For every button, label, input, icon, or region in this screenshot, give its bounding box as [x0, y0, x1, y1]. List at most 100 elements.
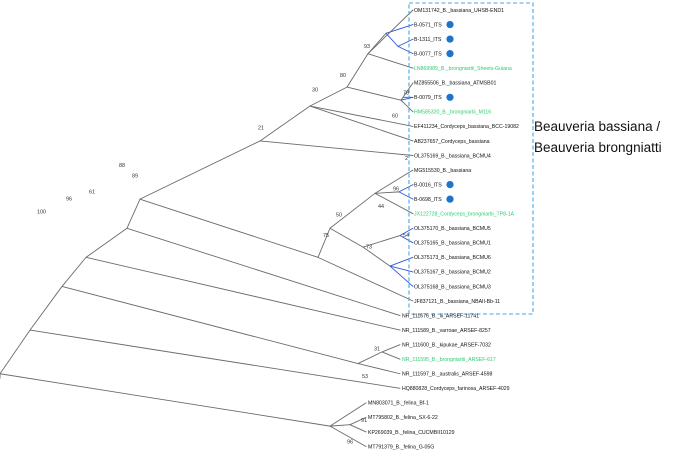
branch-n80-n93	[346, 53, 369, 88]
sample-marker-icon	[446, 195, 454, 203]
taxon-label: OL375173_B._bassiana_BCMU6	[414, 255, 491, 261]
bootstrap-value: 78	[403, 90, 409, 96]
taxon-label: NR_111595_B._brongniartii_ARSEF-617	[402, 357, 496, 363]
bootstrap-value: 30	[312, 87, 318, 93]
branch-n91-L28	[349, 416, 367, 426]
sample-markers	[446, 20, 454, 203]
branch-n75-L20	[317, 256, 414, 302]
taxon-label: MT791379_B._felina_G-05G	[368, 444, 434, 450]
branch-n89-n88	[126, 198, 141, 229]
taxon-label: B-0016_ITS	[414, 182, 442, 188]
tree-branches	[0, 9, 414, 447]
branch-n75-n50	[317, 227, 331, 258]
taxon-label: HQ880828_Cordyceps_farinosa_ARSEF-4029	[402, 386, 510, 392]
branch-n100-L26	[29, 329, 401, 389]
bootstrap-value: 93	[364, 44, 370, 50]
branch-root-n96c	[0, 373, 331, 427]
taxon-label: EF411234_Cordyceps_bassiana_BCC-19082	[414, 124, 519, 130]
branch-cA-L2	[397, 38, 414, 47]
branch-n96c-n91	[329, 424, 351, 427]
clade-label-line1: Beauveria bassiana /	[534, 119, 661, 134]
branch-n78-L7	[400, 99, 414, 113]
bootstrap-value: 89	[132, 173, 138, 179]
sample-marker-icon	[446, 50, 454, 58]
bootstrap-value: 96	[66, 197, 72, 203]
bootstrap-value: 61	[89, 189, 95, 195]
branch-n21-L10	[259, 140, 414, 156]
taxon-label: LN869989_B._brongniartii_Sheets-Guiana	[414, 66, 512, 72]
branch-n88-n21	[139, 140, 261, 200]
taxon-label: MG515530_B._bassiana	[414, 168, 471, 174]
taxon-label: OL375169_B._bassiana_BCMU4	[414, 153, 491, 159]
bootstrap-value: 54	[403, 233, 409, 239]
taxon-label: NR_111589_B._varroae_ARSEF-8257	[402, 328, 491, 334]
taxon-label: MT795802_B._felina_SX-6-22	[368, 415, 438, 421]
taxon-label: JF837121_B._bassiana_NBAII-Bb-11	[414, 299, 500, 305]
branch-n53-L25	[357, 363, 401, 375]
taxon-label: OL375168_B._bassiana_BCMU3	[414, 284, 491, 290]
bootstrap-value: 80	[340, 73, 346, 79]
branch-n96c-L30	[329, 425, 367, 447]
taxon-label: KP269039_B._felina_CUCMBII10129	[368, 430, 455, 436]
branch-n30-n80	[309, 86, 348, 107]
bootstrap-value: 44	[378, 204, 384, 210]
branch-n44-L14	[374, 192, 414, 215]
bootstrap-value: 73	[366, 245, 372, 251]
bootstrap-labels: 9380302178602964454507375888961961003153…	[37, 44, 409, 446]
clade-label-line2: Beauveria brongniatti	[534, 140, 662, 155]
branch-n21-n30	[259, 105, 311, 142]
bootstrap-value: 53	[362, 374, 368, 380]
branch-n54-L15	[399, 227, 414, 236]
branch-n89-L21	[126, 227, 401, 316]
bootstrap-value: 21	[258, 125, 264, 131]
branch-n44-L11	[374, 169, 414, 194]
branch-n93-L0	[367, 9, 414, 55]
taxon-label: OL375170_B._bassiana_BCMU5	[414, 226, 491, 232]
branch-n96a-L12	[398, 184, 414, 193]
branch-n93-L4	[367, 53, 414, 69]
branch-n73c-L19	[389, 265, 414, 287]
taxon-label: OL375165_B._bassiana_BCMU1	[414, 241, 491, 247]
taxon-label: B-0079_ITS	[414, 95, 442, 101]
bootstrap-value: 75	[323, 233, 329, 239]
branch-n96b-n61	[61, 256, 87, 287]
taxon-label: OM131742_B._bassiana_UHSB-END1	[414, 8, 504, 14]
branch-n93-cB	[367, 32, 387, 55]
sample-marker-icon	[446, 93, 454, 101]
taxon-labels: OM131742_B._bassiana_UHSB-END1B-0571_ITS…	[368, 8, 519, 450]
sample-marker-icon	[446, 35, 454, 43]
taxon-label: B-1311_ITS	[414, 37, 442, 43]
bootstrap-value: 88	[119, 163, 125, 169]
branch-n96c-L27	[329, 402, 367, 427]
branch-n88-n75	[139, 198, 319, 258]
branch-n96a-L13	[398, 191, 414, 200]
branch-n100-n96b	[29, 286, 63, 331]
taxon-label: OL375167_B._bassiana_BCMU2	[414, 270, 491, 276]
branch-n30-L8	[309, 105, 414, 127]
taxon-label: B-0698_ITS	[414, 197, 442, 203]
taxon-label: HM585320_B._brongniartii_M116	[414, 110, 491, 116]
branch-n53-n31	[357, 351, 383, 365]
clade-highlight-box	[408, 2, 534, 315]
sample-marker-icon	[446, 181, 454, 189]
branch-n50-n44	[329, 192, 376, 229]
branch-n61-n89	[85, 227, 128, 258]
taxon-label: AB237657_Cordyceps_bassiana	[414, 139, 490, 145]
branch-n91-L29	[349, 424, 367, 433]
branch-n31-L24	[381, 351, 401, 360]
taxon-label: B-0077_ITS	[414, 51, 442, 57]
bootstrap-value: 100	[37, 210, 46, 216]
branch-cB-cA	[385, 32, 399, 47]
branch-n44-n96a	[374, 191, 400, 194]
taxon-label: NR_111676_B._lii_ARSEF-11741	[402, 313, 479, 319]
branch-n31-L23	[381, 344, 401, 353]
branch-n50-n73	[329, 227, 364, 248]
branch-n61-L22	[85, 256, 401, 331]
taxon-label: NR_111597_B._australis_ARSEF-4598	[402, 372, 492, 378]
branch-root-n100	[0, 329, 31, 375]
branch-n30-L9	[309, 105, 414, 142]
taxon-label: B-0571_ITS	[414, 22, 442, 28]
branch-n73-n73c	[362, 246, 391, 267]
branch-n78-L6	[400, 96, 414, 101]
